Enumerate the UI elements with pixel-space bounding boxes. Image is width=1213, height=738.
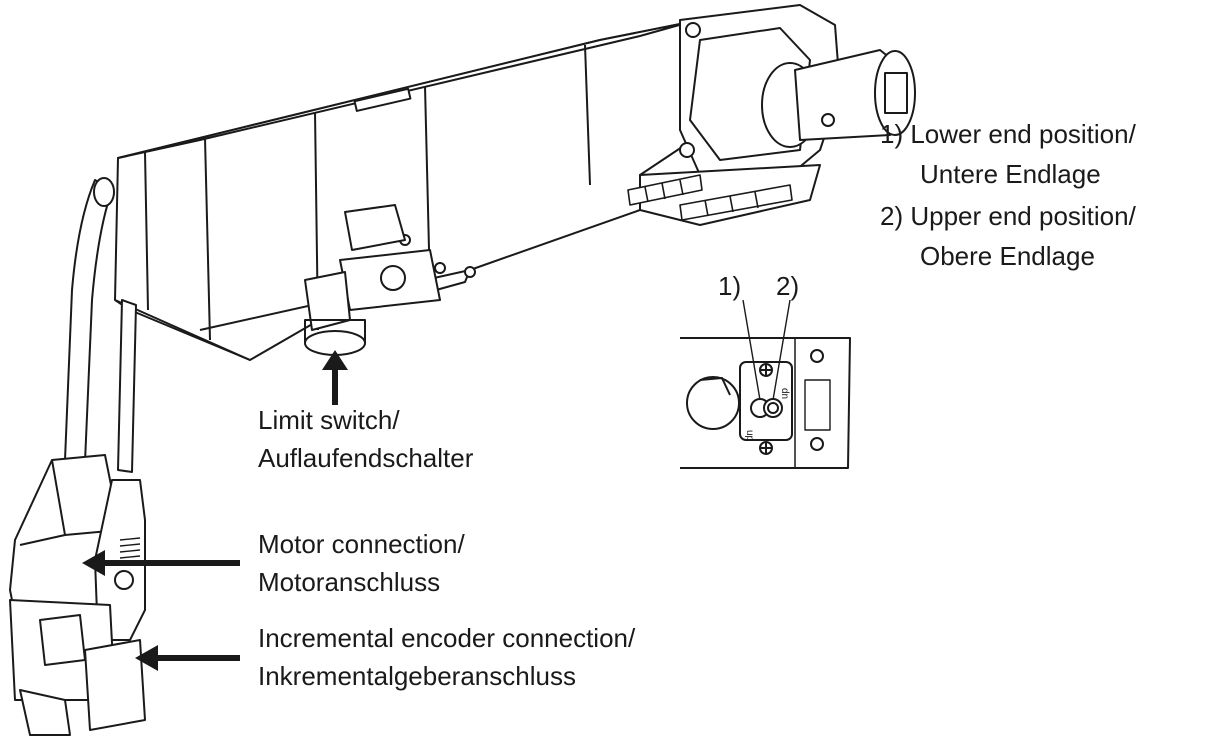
- detail-marker-2: 2): [776, 271, 800, 301]
- limit-switch-arrowhead: [322, 350, 348, 370]
- legend-item-1-line-1: 1) Lower end position/: [880, 119, 1136, 149]
- screw-label-up: up: [744, 430, 755, 442]
- legend-item-1-line-2: Untere Endlage: [920, 159, 1101, 189]
- motor-connection-arrowhead: [82, 550, 105, 576]
- encoder-connection-label-line-2: Inkrementalgeberanschluss: [258, 661, 576, 691]
- legend-item-2-line-1: 2) Upper end position/: [880, 201, 1136, 231]
- limit-switch-label-line-2: Auflaufendschalter: [258, 443, 474, 473]
- callout-arrows: [82, 350, 348, 671]
- end-position-detail: dn up: [680, 299, 851, 469]
- screw-label-down: dn: [779, 388, 790, 399]
- limit-switch-label-line-1: Limit switch/: [258, 405, 400, 435]
- encoder-connection-arrowhead: [135, 645, 158, 671]
- detail-marker-1: 1): [718, 271, 742, 301]
- gear-drive-housing: [114, 4, 916, 361]
- legend-item-2-line-2: Obere Endlage: [920, 241, 1095, 271]
- motor-connection-label-line-2: Motoranschluss: [258, 567, 441, 597]
- encoder-connection-label-line-1: Incremental encoder connection/: [258, 623, 636, 653]
- motor-connection-label-line-1: Motor connection/: [258, 529, 465, 559]
